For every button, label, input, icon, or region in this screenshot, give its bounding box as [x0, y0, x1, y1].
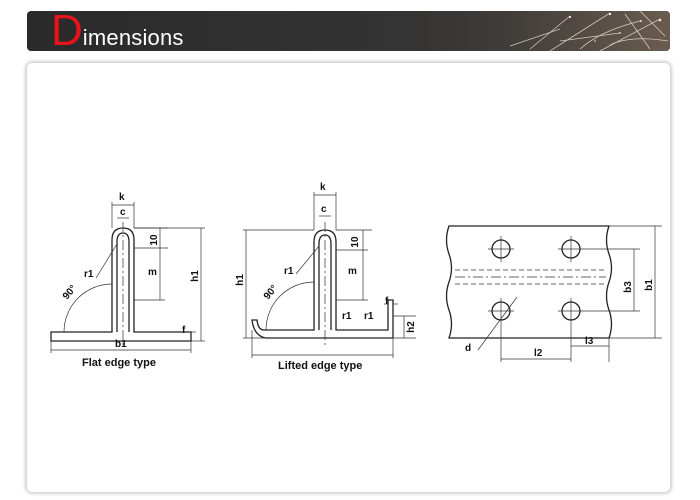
lifted-label-c: c	[321, 204, 327, 215]
sparks-decoration	[410, 11, 670, 51]
top-view-strip	[445, 225, 613, 339]
top-label-b3: b3	[623, 281, 634, 293]
flat-label-h1: h1	[190, 270, 201, 282]
top-label-b1: b1	[644, 279, 655, 291]
hole-top-right	[558, 236, 584, 262]
lifted-label-10: 10	[350, 236, 361, 248]
hole-bottom-right	[558, 298, 584, 324]
flat-label-10: 10	[149, 234, 160, 246]
lifted-label-h1: h1	[235, 274, 246, 286]
lifted-label-r1: r1	[284, 266, 294, 277]
title-initial: D	[51, 11, 83, 51]
top-label-l3: l3	[585, 336, 594, 347]
flat-label-r1: r1	[84, 269, 94, 280]
flat-label-k: k	[119, 192, 125, 203]
lifted-label-m: m	[348, 266, 357, 277]
lifted-label-r1-left: r1	[342, 311, 352, 322]
lifted-label-h2: h2	[406, 321, 417, 333]
flat-label-90: 90°	[61, 283, 79, 302]
hole-bottom-left	[488, 298, 514, 324]
lifted-label-k: k	[320, 182, 326, 193]
top-label-d: d	[465, 343, 471, 354]
flat-edge-caption: Flat edge type	[82, 357, 156, 369]
flat-edge-outline	[50, 227, 192, 342]
top-view: b3 b1 d l2 l3	[445, 225, 662, 362]
lifted-edge-outline	[251, 229, 394, 339]
flat-label-c: c	[120, 207, 126, 218]
hole-top-left	[488, 236, 514, 262]
flat-edge-inner-line	[116, 232, 130, 332]
lifted-edge-caption: Lifted edge type	[278, 360, 362, 372]
title-rest: imensions	[82, 25, 184, 50]
lifted-label-r1-right: r1	[364, 311, 374, 322]
top-label-l2: l2	[534, 348, 543, 359]
flat-label-m: m	[148, 267, 157, 278]
flat-label-f: f	[182, 325, 186, 336]
lifted-label-f: f	[385, 296, 389, 307]
flat-edge-profile: k c 10 m h1 r1 90° f	[50, 192, 205, 369]
flat-label-b1: b1	[115, 339, 127, 350]
lifted-edge-profile: k c 10 m h1 r1 90° r1 r1	[235, 182, 417, 372]
